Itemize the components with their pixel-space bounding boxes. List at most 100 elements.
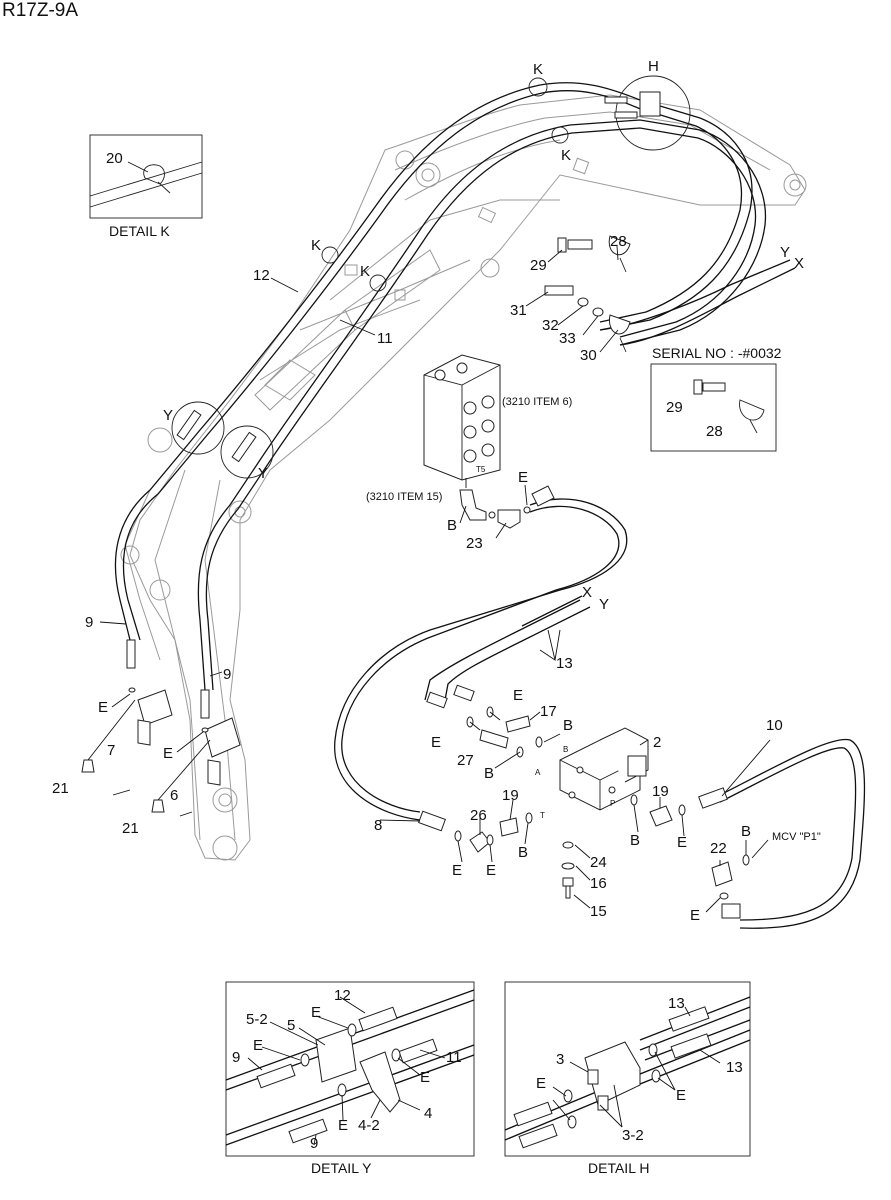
hose-end-x-top: X [794, 255, 804, 272]
detail-h-item-13-top: 13 [668, 995, 685, 1012]
port-a: A [535, 768, 541, 777]
callout-9-right: 9 [223, 666, 231, 683]
detail-markers: K K K K H Y Y [163, 58, 691, 482]
detail-h-item-3: 3 [556, 1051, 564, 1068]
detail-h: 13 3 13 E E 3-2 DETAIL H [504, 981, 751, 1176]
detail-k: 20 DETAIL K [89, 134, 203, 239]
marker-h: H [648, 58, 659, 75]
detail-k-item: 20 [106, 150, 123, 167]
callout-28: 28 [610, 233, 627, 250]
callout-23: 23 [466, 535, 483, 552]
model-code: R17Z-9A [2, 0, 78, 21]
callout-27: 27 [457, 752, 474, 769]
hose-end-y-mid: Y [599, 596, 609, 613]
detail-h-item-3-2: 3-2 [622, 1127, 644, 1144]
callout-22: 22 [710, 840, 727, 857]
hose-routing [114, 82, 866, 929]
valve-port-t5: T5 [476, 465, 486, 474]
callout-10: 10 [766, 717, 783, 734]
detail-y-item-e3: E [420, 1069, 430, 1086]
port-b-2: B [563, 745, 568, 754]
callout-e-27: E [431, 734, 441, 751]
brackets-lower [81, 687, 241, 813]
callout-6: 6 [170, 787, 178, 804]
callout-32: 32 [542, 317, 559, 334]
callout-9-left: 9 [85, 614, 93, 631]
callout-labels: 12 11 28 29 31 32 33 30 E B 23 13 9 9 E … [52, 233, 821, 924]
callout-24: 24 [590, 854, 607, 871]
callout-e-6: E [163, 745, 173, 762]
callout-30: 30 [580, 347, 597, 364]
callout-e-7: E [98, 699, 108, 716]
detail-h-item-13-right: 13 [726, 1059, 743, 1076]
serial-item-29: 29 [666, 399, 683, 416]
callout-b-top: B [563, 717, 573, 734]
detail-h-item-e-left: E [536, 1075, 546, 1092]
detail-y-item-9-bottom: 9 [310, 1135, 318, 1152]
detail-y-item-11: 11 [446, 1049, 462, 1066]
marker-y-2: Y [258, 465, 268, 482]
callout-b-27: B [484, 765, 494, 782]
callout-12: 12 [253, 267, 270, 284]
callout-16: 16 [590, 875, 607, 892]
callout-b-p: B [630, 832, 640, 849]
callout-e-22: E [690, 907, 700, 924]
callout-e-26a: E [452, 862, 462, 879]
callout-13: 13 [556, 655, 573, 672]
callout-e-23: E [518, 469, 528, 486]
detail-y-item-9-top: 9 [232, 1049, 240, 1066]
detail-y-caption: DETAIL Y [311, 1160, 372, 1176]
callout-b-mcv: B [741, 823, 751, 840]
marker-k-3: K [311, 237, 321, 254]
detail-k-caption: DETAIL K [109, 223, 170, 239]
detail-h-caption: DETAIL H [588, 1160, 649, 1176]
clamp-parts [544, 235, 631, 353]
port-t: T [540, 811, 545, 820]
callout-7: 7 [107, 742, 115, 759]
detail-y-item-e4: E [338, 1117, 348, 1134]
callout-17: 17 [540, 703, 557, 720]
fittings [418, 684, 750, 919]
callout-e-26b: E [486, 862, 496, 879]
valve-block: (3210 ITEM 6) T5 (3210 ITEM 15) [366, 354, 572, 539]
callout-e-17: E [513, 687, 523, 704]
callout-15: 15 [590, 903, 607, 920]
detail-h-item-e-right: E [676, 1087, 686, 1104]
callout-b-19: B [518, 844, 528, 861]
mcv-label: MCV "P1" [772, 831, 821, 843]
callout-19-left: 19 [502, 787, 519, 804]
serial-item-28: 28 [706, 423, 723, 440]
callout-31: 31 [510, 302, 527, 319]
callout-21-left: 21 [52, 780, 69, 797]
callout-8: 8 [374, 817, 382, 834]
fitting-ref: (3210 ITEM 15) [366, 491, 442, 503]
detail-y: 12 5-2 5 E E 9 11 E E 4-2 4 9 DETAIL Y [225, 981, 475, 1176]
detail-y-item-4: 4 [424, 1105, 432, 1122]
marker-y-1: Y [163, 407, 173, 424]
callout-19-right: 19 [652, 783, 669, 800]
detail-y-item-4-2: 4-2 [358, 1117, 380, 1134]
valve-ref: (3210 ITEM 6) [502, 396, 572, 408]
marker-k-2: K [561, 147, 571, 164]
detail-y-item-5-2: 5-2 [246, 1011, 268, 1028]
marker-k-1: K [533, 61, 543, 78]
serial-box: SERIAL NO : -#0032 29 28 [650, 345, 782, 452]
detail-y-item-e1: E [311, 1004, 321, 1021]
hose-end-x-mid: X [582, 584, 592, 601]
marker-k-4: K [360, 263, 370, 280]
hose-end-y-top: Y [780, 244, 790, 261]
callout-2: 2 [653, 734, 661, 751]
detail-y-item-e2: E [253, 1037, 263, 1054]
control-valve-2: A B P T [535, 727, 649, 909]
detail-y-item-12: 12 [334, 987, 351, 1004]
callout-b-23: B [447, 517, 457, 534]
callout-26: 26 [470, 807, 487, 824]
leader-lines [99, 245, 771, 913]
detail-y-item-5: 5 [287, 1017, 295, 1034]
boom-structure [120, 94, 807, 861]
callout-29: 29 [530, 257, 547, 274]
callout-21-right: 21 [122, 820, 139, 837]
serial-note: SERIAL NO : -#0032 [652, 345, 782, 361]
callout-e-19r: E [677, 834, 687, 851]
